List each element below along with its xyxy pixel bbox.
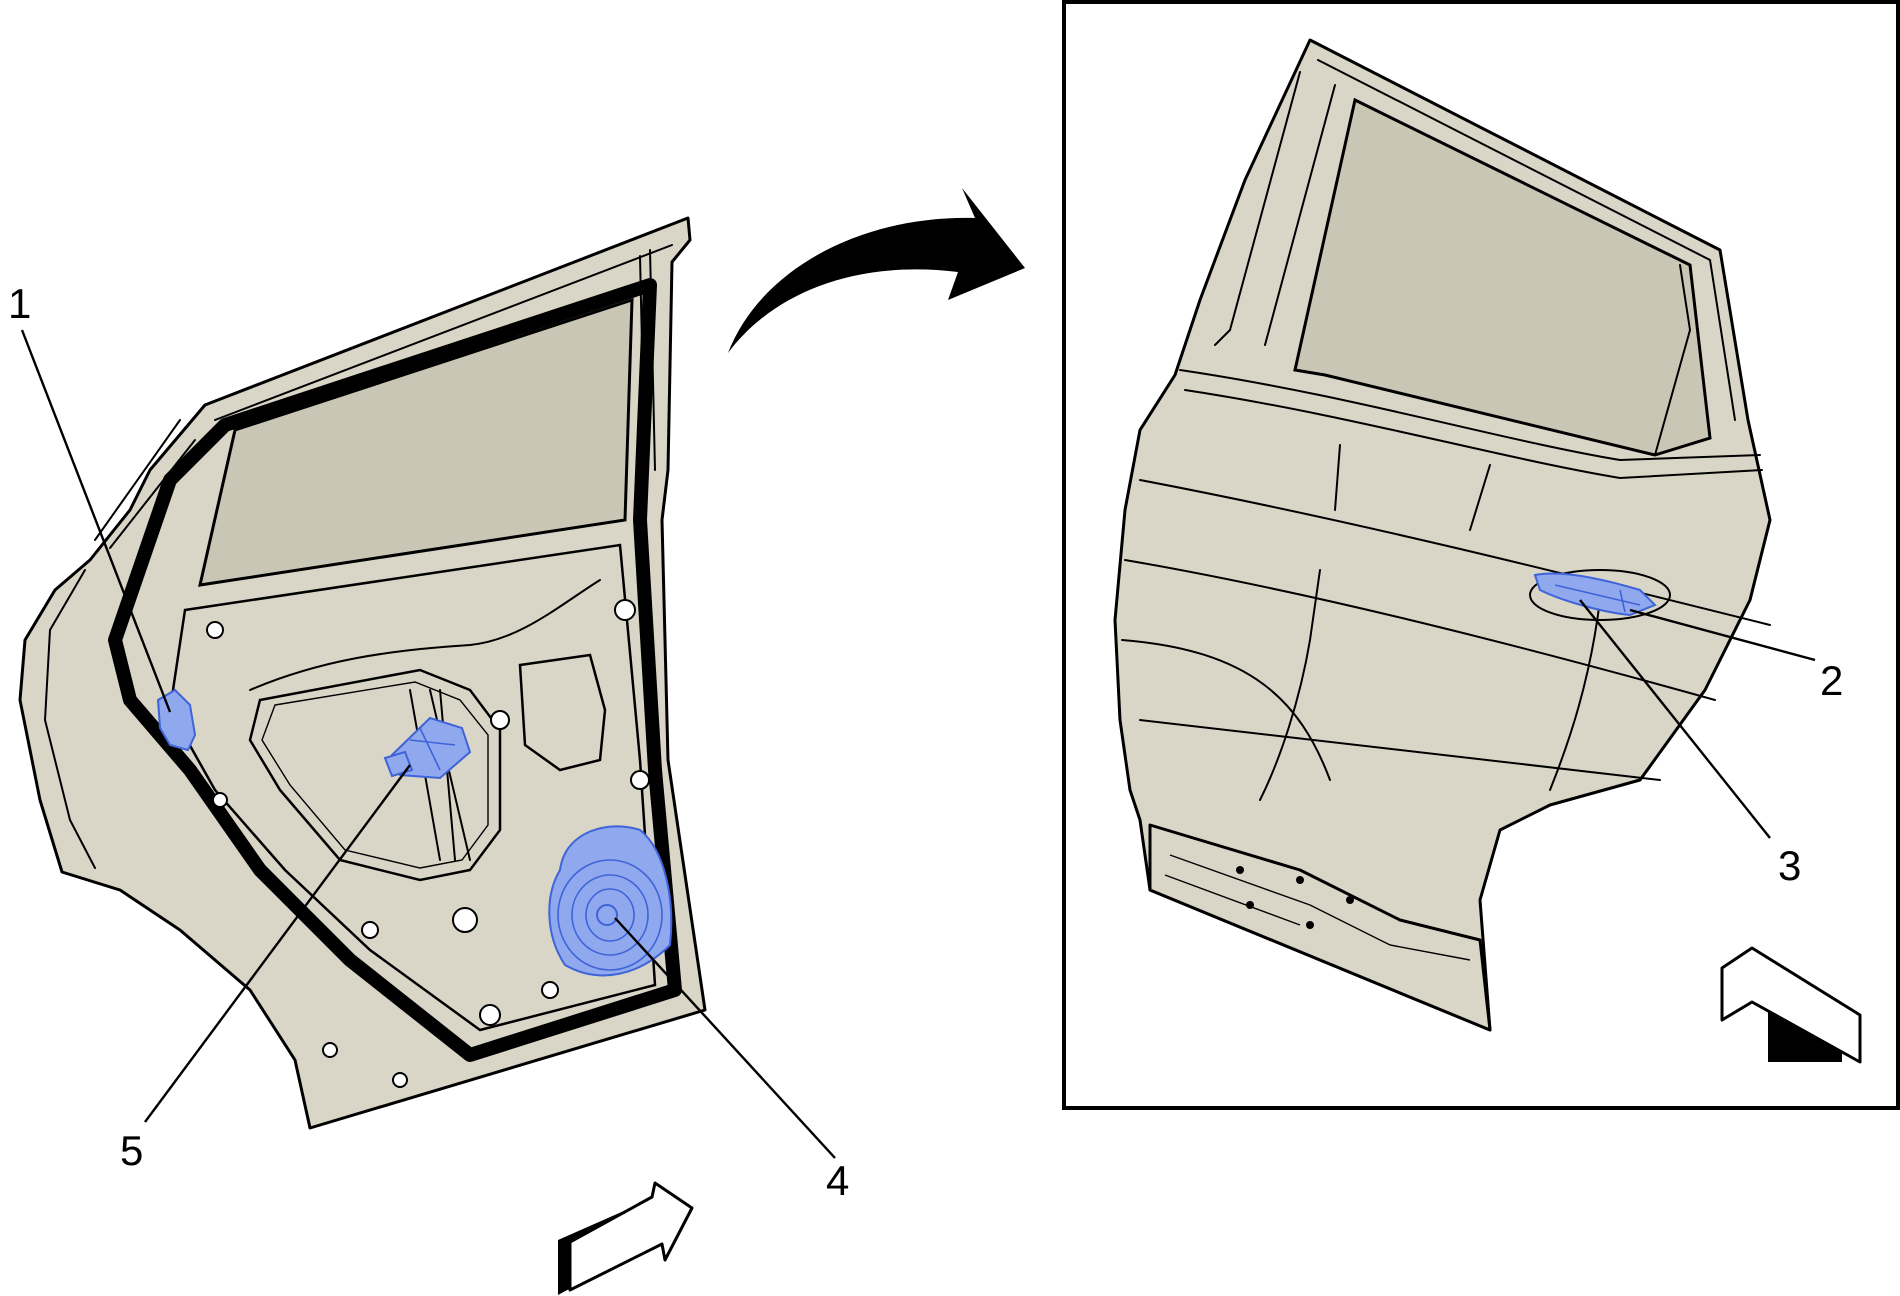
glass-rear-edge — [1654, 264, 1691, 456]
lower-rocker-panel — [1148, 823, 1492, 1032]
inner-door-glass — [198, 297, 634, 587]
view-direction-arrow-left-icon — [558, 1181, 694, 1295]
leader-2 — [1629, 608, 1816, 662]
callout-5: 5 — [120, 1127, 143, 1174]
callout-1: 1 — [8, 280, 31, 327]
leader-lines — [20, 329, 1816, 1159]
rocker-detail — [1164, 854, 1471, 961]
window-frame — [1214, 59, 1736, 421]
upper-right-opening — [518, 653, 607, 772]
weather-seal — [108, 278, 682, 1062]
wire-harness — [249, 579, 601, 691]
component-2-3-highlight — [1533, 572, 1657, 617]
handle-pocket — [1529, 569, 1671, 621]
leader-3 — [1579, 599, 1771, 839]
callout-3: 3 — [1778, 842, 1801, 889]
inner-door-view — [18, 216, 707, 1130]
access-opening-inner — [261, 681, 489, 869]
body-character-lines — [1121, 444, 1771, 801]
leader-4 — [614, 917, 836, 1159]
leader-5 — [144, 764, 411, 1123]
view-direction-arrow-icon — [1720, 946, 1862, 1064]
bolt-holes — [206, 599, 650, 1088]
belt-moulding — [1179, 369, 1763, 479]
rocker-holes — [1236, 866, 1354, 929]
exterior-detail-frame — [1062, 0, 1900, 1110]
callout-labels: 1 2 3 4 5 — [8, 280, 1843, 1204]
callout-4: 4 — [826, 1157, 849, 1204]
frame-rail — [44, 244, 673, 869]
curved-transition-arrow-icon — [728, 188, 1025, 353]
component-4-highlight — [548, 825, 673, 977]
leader-1 — [20, 329, 172, 713]
callout-2: 2 — [1820, 657, 1843, 704]
